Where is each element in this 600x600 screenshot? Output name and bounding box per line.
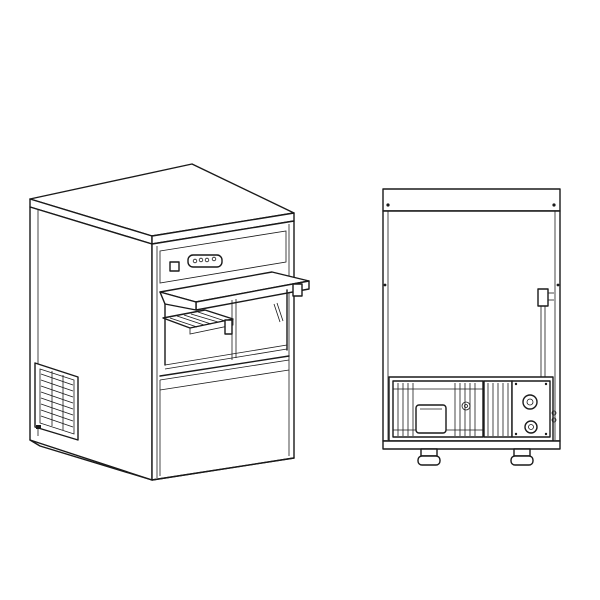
control-panel: [159, 230, 287, 284]
condenser-area: [388, 376, 557, 442]
drain-outlet-icon: [524, 420, 538, 434]
rear-view: [382, 188, 561, 466]
cabinet-base: [29, 439, 295, 481]
rear-base: [382, 440, 561, 450]
control-buttons-panel: [187, 254, 223, 268]
plug-icon: [537, 288, 549, 307]
ice-bin-opening: [162, 289, 288, 370]
lower-door: [159, 355, 290, 476]
scoop-handle: [224, 319, 233, 335]
foot-right: [510, 448, 534, 466]
rear-top-cap: [382, 188, 561, 212]
ice-chute-lid: [159, 271, 310, 311]
compressor-icon: [415, 404, 447, 434]
side-vent-grille: [34, 362, 79, 441]
foot-left: [417, 448, 441, 466]
perspective-view: [29, 163, 310, 481]
cabinet-side-panel: [29, 206, 153, 481]
power-switch-icon: [169, 261, 180, 272]
water-inlet-icon: [522, 394, 538, 410]
cabinet-front: [151, 220, 295, 481]
